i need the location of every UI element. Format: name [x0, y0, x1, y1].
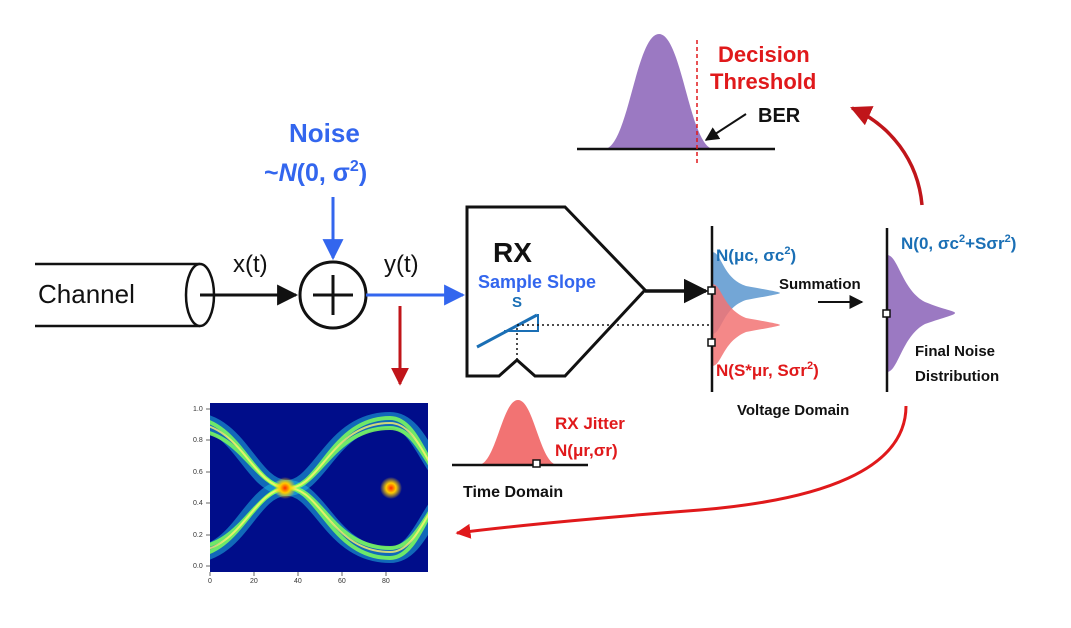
ber-label: BER — [758, 105, 801, 127]
y-t-label: y(t) — [384, 251, 419, 278]
slope-symbol: S — [512, 294, 522, 311]
rx-jitter-distribution: N(μr,σr) — [555, 441, 618, 460]
decision-label-line1: Decision — [718, 42, 810, 67]
rx-jitter-gaussian — [452, 400, 588, 468]
summation-label: Summation — [779, 276, 861, 293]
eye-y-tick: 0.2 — [193, 532, 203, 539]
eye-x-tick: 60 — [338, 578, 346, 585]
rx-block — [465, 205, 648, 378]
decision-label-line2: Threshold — [710, 69, 816, 94]
sample-slope-icon — [476, 313, 539, 349]
eye-y-tick: 1.0 — [193, 406, 203, 413]
sample-slope-label: Sample Slope — [478, 272, 596, 292]
channel-cylinder: Channel — [35, 262, 216, 328]
voltage-domain-label: Voltage Domain — [737, 402, 849, 419]
x-t-label: x(t) — [233, 251, 268, 278]
voltage-domain-distributions — [707, 226, 780, 392]
time-domain-label: Time Domain — [463, 484, 563, 501]
final-noise-distribution-formula: N(0, σc2+Sσr2) — [901, 233, 1016, 253]
decision-gaussian — [577, 34, 775, 165]
voltage-upper-distribution: N(μc, σc2) — [716, 245, 796, 265]
eye-x-tick: 20 — [250, 578, 258, 585]
to-threshold-arrow — [850, 106, 924, 206]
to-eye-arrow — [455, 405, 908, 539]
eye-diagram-plot: 1.0 0.8 0.6 0.4 0.2 0.0 0 20 40 60 80 — [193, 403, 428, 585]
noise-title: Noise — [289, 118, 360, 148]
eye-y-tick: 0.6 — [193, 469, 203, 476]
final-noise-label-line2: Distribution — [915, 368, 999, 385]
ber-pointer-arrow — [704, 113, 747, 141]
noise-distribution: ~N(0, σ2) — [264, 158, 367, 187]
eye-x-tick: 40 — [294, 578, 302, 585]
eye-y-tick: 0.8 — [193, 437, 203, 444]
eye-y-tick: 0.4 — [193, 500, 203, 507]
rx-label: RX — [493, 237, 532, 268]
eye-x-tick: 80 — [382, 578, 390, 585]
channel-label: Channel — [38, 279, 135, 309]
jitter-to-voltage-dotted — [516, 324, 712, 360]
final-noise-gaussian — [882, 228, 955, 392]
final-noise-label-line1: Final Noise — [915, 343, 995, 360]
adder-node — [298, 260, 368, 330]
eye-y-tick: 0.0 — [193, 563, 203, 570]
eye-x-tick: 0 — [208, 578, 212, 585]
voltage-lower-distribution: N(S*μr, Sσr2) — [716, 360, 819, 380]
rx-jitter-title: RX Jitter — [555, 414, 625, 433]
